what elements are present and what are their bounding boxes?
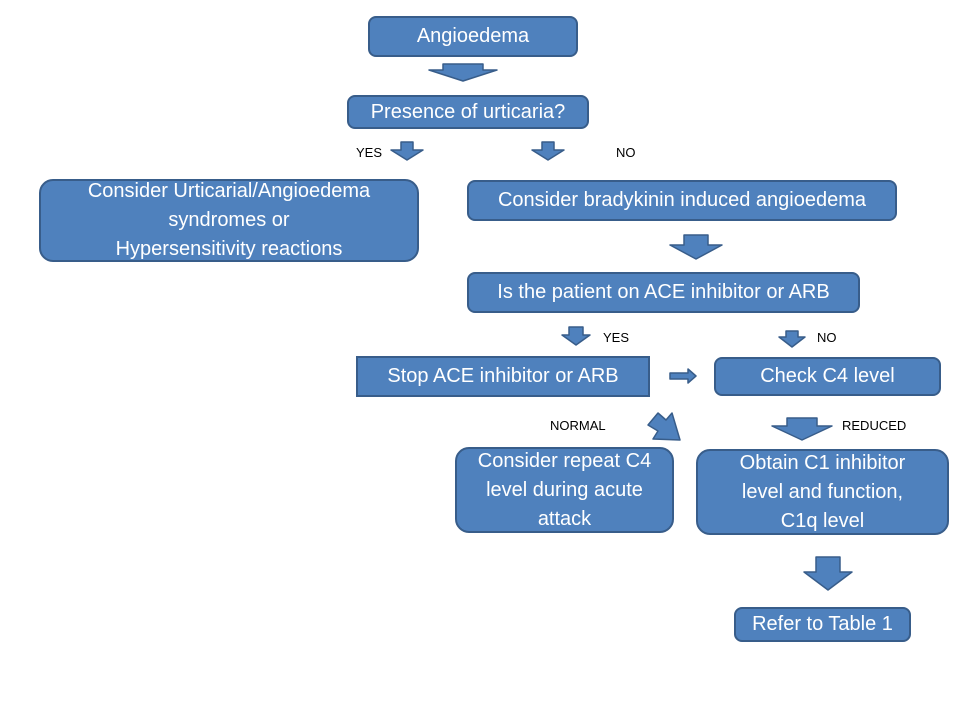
arrow-down-icon <box>803 556 853 591</box>
arrow-down-icon <box>778 330 806 348</box>
node-refer-to-table: Refer to Table 1 <box>734 607 911 642</box>
label-ace-no: NO <box>817 330 837 345</box>
node-consider-bradykinin: Consider bradykinin induced angioedema <box>467 180 897 221</box>
arrow-right-icon <box>669 368 697 384</box>
node-check-c4: Check C4 level <box>714 357 941 396</box>
label-c4-reduced: REDUCED <box>842 418 907 433</box>
arrow-down-icon <box>669 234 723 260</box>
node-consider-urticarial-syndromes: Consider Urticarial/Angioedema syndromes… <box>39 179 419 262</box>
arrow-down-icon <box>561 326 591 346</box>
node-presence-of-urticaria: Presence of urticaria? <box>347 95 589 129</box>
arrow-down-icon <box>428 63 498 82</box>
node-angioedema: Angioedema <box>368 16 578 57</box>
label-c4-normal: NORMAL <box>550 418 606 433</box>
arrow-down-icon <box>531 141 565 161</box>
node-obtain-c1-inhibitor: Obtain C1 inhibitor level and function, … <box>696 449 949 535</box>
arrow-down-icon <box>390 141 424 161</box>
label-urticaria-no: NO <box>616 145 636 160</box>
arrow-down-icon <box>771 417 833 441</box>
arrow-diagonal-icon <box>647 412 681 441</box>
label-ace-yes: YES <box>603 330 630 345</box>
node-stop-ace-arb: Stop ACE inhibitor or ARB <box>356 356 650 397</box>
node-ace-arb-question: Is the patient on ACE inhibitor or ARB <box>467 272 860 313</box>
node-consider-repeat-c4: Consider repeat C4 level during acute at… <box>455 447 674 533</box>
label-urticaria-yes: YES <box>356 145 383 160</box>
